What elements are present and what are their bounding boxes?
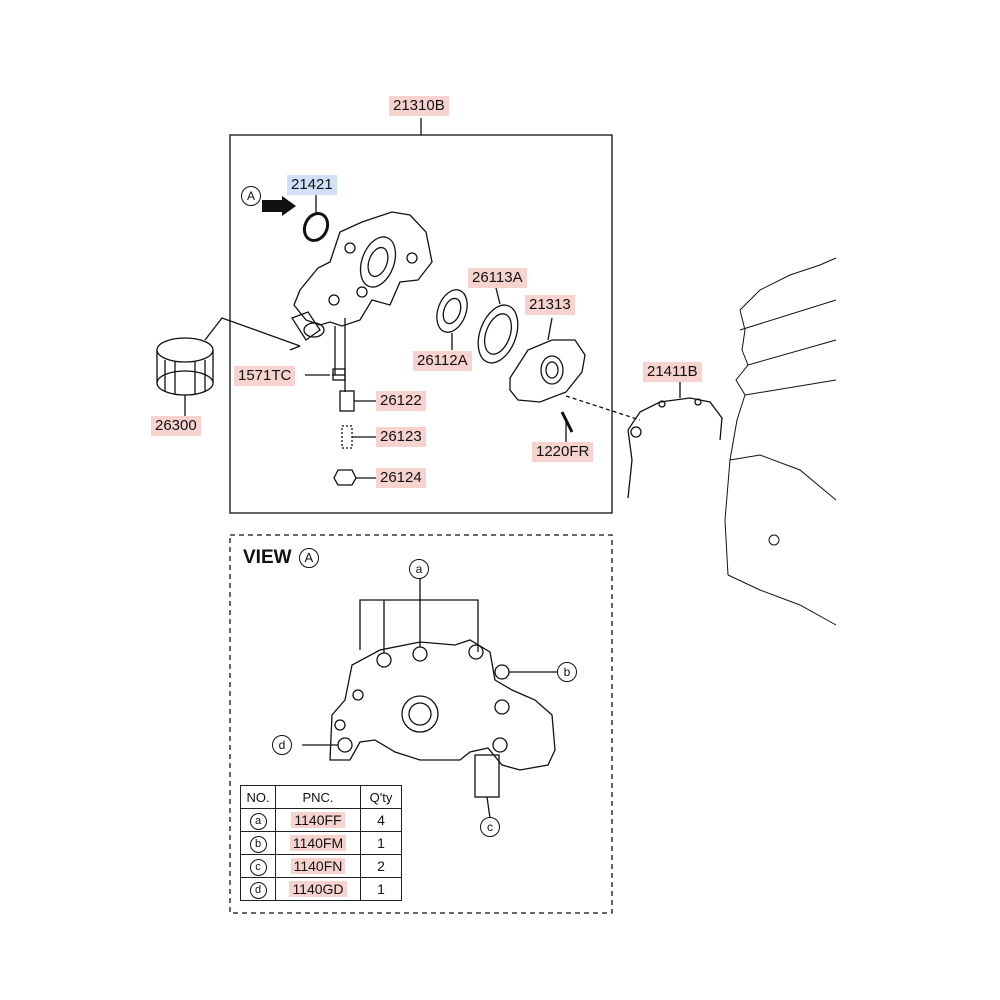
bolt-1220fr-drawing <box>560 411 574 445</box>
view-title-text: VIEW <box>243 547 292 568</box>
legend-pnc[interactable]: 1140FM <box>289 835 347 851</box>
legend-header-pnc: PNC. <box>275 785 361 809</box>
legend-qty: 1 <box>360 877 402 901</box>
sleeve-26122 <box>339 390 355 412</box>
engine-block-drawing <box>724 257 837 626</box>
legend-no: d <box>249 881 267 899</box>
view-a-drawing <box>302 578 558 819</box>
legend-pnc[interactable]: 1140FN <box>290 858 346 874</box>
callout-b: b <box>557 662 577 682</box>
label-26124[interactable]: 26124 <box>376 468 426 488</box>
legend-no: c <box>249 858 267 876</box>
label-26122[interactable]: 26122 <box>376 391 426 411</box>
view-frame <box>229 534 613 914</box>
label-26300[interactable]: 26300 <box>151 416 201 436</box>
label-26123[interactable]: 26123 <box>376 427 426 447</box>
legend-header-qty: Q'ty <box>360 785 402 809</box>
legend-row: c 1140FN 2 <box>240 854 402 878</box>
legend-row: b 1140FM 1 <box>240 831 402 855</box>
label-21313[interactable]: 21313 <box>525 295 575 315</box>
view-title: VIEW A <box>243 547 319 569</box>
view-title-marker: A <box>298 548 319 568</box>
callout-d: d <box>272 735 292 755</box>
label-21310b[interactable]: 21310B <box>389 96 449 116</box>
legend-qty: 1 <box>360 831 402 855</box>
legend-no-cell: d <box>240 877 276 901</box>
legend-pnc-cell: 1140GD <box>275 877 361 901</box>
legend-qty: 4 <box>360 808 402 832</box>
seal-21421 <box>302 211 330 243</box>
legend-no-cell: c <box>240 854 276 878</box>
legend-row: a 1140FF 4 <box>240 808 402 832</box>
label-21411b[interactable]: 21411B <box>643 362 702 382</box>
legend-no-cell: b <box>240 831 276 855</box>
inner-rotor-drawing <box>436 289 468 350</box>
spring-26123 <box>341 425 353 449</box>
legend-header-row: NO. PNC. Q'ty <box>240 785 402 809</box>
legend-qty: 2 <box>360 854 402 878</box>
view-a-marker: A <box>241 186 261 206</box>
label-1571tc[interactable]: 1571TC <box>234 366 296 386</box>
callout-c: c <box>480 817 500 837</box>
callout-a: a <box>409 559 429 579</box>
legend-pnc[interactable]: 1140FF <box>291 812 345 828</box>
outer-rotor-drawing <box>477 287 519 364</box>
label-26112a[interactable]: 26112A <box>413 351 472 371</box>
legend-no: b <box>249 835 267 853</box>
label-21421[interactable]: 21421 <box>287 175 337 195</box>
oil-filter-drawing <box>156 317 301 418</box>
gasket-drawing <box>627 380 723 499</box>
legend-no: a <box>249 812 267 830</box>
legend-pnc-cell: 1140FN <box>275 854 361 878</box>
legend-header-no: NO. <box>240 785 276 809</box>
legend-pnc-cell: 1140FF <box>275 808 361 832</box>
legend-pnc[interactable]: 1140GD <box>289 881 347 897</box>
oil-pump-drawing <box>289 211 433 392</box>
legend-pnc-cell: 1140FM <box>275 831 361 855</box>
legend-no-cell: a <box>240 808 276 832</box>
nut-26124 <box>333 469 357 486</box>
view-direction-arrow-icon <box>262 196 296 216</box>
bolt-legend-table: NO. PNC. Q'ty a 1140FF 4 b 1140FM 1 c 11… <box>240 785 402 901</box>
pump-cover-drawing <box>509 317 641 421</box>
legend-row: d 1140GD 1 <box>240 877 402 901</box>
label-1220fr[interactable]: 1220FR <box>532 442 594 462</box>
label-26113a[interactable]: 26113A <box>468 268 527 288</box>
